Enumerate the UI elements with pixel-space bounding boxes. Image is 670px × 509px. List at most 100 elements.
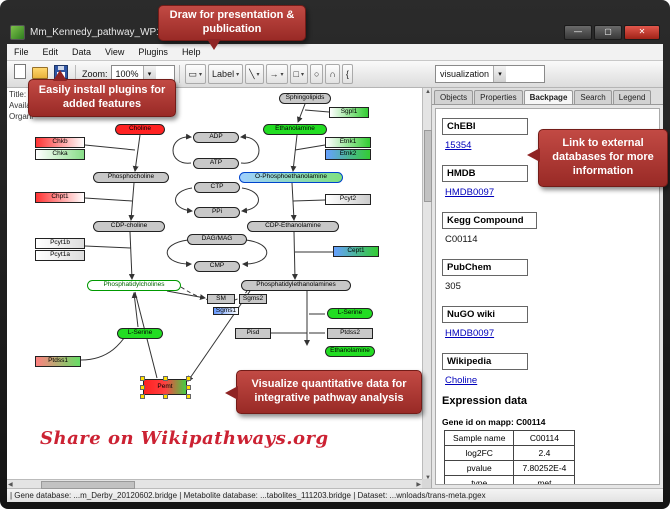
section-value[interactable]: 15354 — [445, 140, 472, 151]
maximize-button[interactable]: ▢ — [594, 24, 622, 40]
section-header: NuGO wiki — [442, 306, 528, 323]
pathway-node-sm[interactable]: SM — [207, 294, 235, 304]
pathway-node-ppi[interactable]: PPi — [194, 207, 240, 218]
scroll-left-icon[interactable]: ◀ — [8, 482, 13, 488]
pathway-node-ctp[interactable]: CTP — [194, 182, 240, 193]
brace-tool[interactable]: { — [341, 64, 353, 85]
pathway-node-etnk2[interactable]: Etnk2 — [325, 149, 371, 160]
menu-data[interactable]: Data — [72, 47, 92, 57]
section-value[interactable]: Choline — [445, 375, 478, 386]
menu-view[interactable]: View — [105, 47, 125, 57]
selection-handle[interactable] — [163, 376, 168, 381]
pathway-node-o-phosphoethanolamine[interactable]: O-Phosphoethanolamine — [239, 172, 343, 183]
pathway-node-adp[interactable]: ADP — [193, 132, 239, 143]
visualization-select[interactable]: visualization ▾ — [435, 65, 545, 83]
brace-tool-icon: { — [345, 68, 349, 79]
tab-properties[interactable]: Properties — [474, 90, 523, 104]
pathway-node-phosphatidylethanolamines[interactable]: Phosphatidylethanolamines — [241, 280, 351, 291]
scrollbar-corner — [422, 479, 431, 488]
close-button[interactable]: ✕ — [624, 24, 660, 40]
selection-handle[interactable] — [186, 385, 191, 390]
vertical-scroll-thumb[interactable] — [424, 130, 432, 202]
menu-edit[interactable]: Edit — [42, 47, 59, 57]
chevron-down-icon: ▾ — [199, 71, 203, 78]
pathway-node-etnk1[interactable]: Etnk1 — [325, 137, 371, 148]
pathway-node-pcyt2[interactable]: Pcyt2 — [325, 194, 371, 205]
title-bar[interactable]: Mm_Kennedy_pathway_WP1771_45176.gp... —▢… — [10, 23, 660, 41]
vertical-scrollbar[interactable]: ▲ ▼ — [422, 88, 432, 482]
pathway-node-atp[interactable]: ATP — [193, 158, 239, 169]
pathway-edges — [80, 103, 333, 382]
table-cell: 7.80252E-4 — [513, 460, 576, 476]
pathway-node-choline[interactable]: Choline — [115, 124, 165, 135]
pathway-node-l-serine-right[interactable]: L-Serine — [327, 308, 373, 319]
new-document-icon[interactable] — [14, 64, 26, 79]
menu-file[interactable]: File — [14, 47, 29, 57]
pathway-node-phosphatidylcholines[interactable]: Phosphatidylcholines — [87, 280, 181, 291]
pathway-node-ptdss2[interactable]: Ptdss2 — [327, 328, 373, 339]
pathway-node-sgms2[interactable]: Sgms2 — [239, 294, 267, 304]
pathway-node-chka[interactable]: Chka — [35, 149, 85, 160]
scroll-down-icon[interactable]: ▼ — [425, 475, 431, 481]
horizontal-scrollbar[interactable]: ◀ ▶ — [7, 479, 422, 489]
selection-handle[interactable] — [140, 385, 145, 390]
pathway-node-sgpl1[interactable]: Sgpl1 — [329, 107, 369, 118]
side-info-line: Availa — [9, 101, 31, 110]
pathway-node-phosphocholine[interactable]: Phosphocholine — [93, 172, 169, 183]
pathway-node-cdp-choline[interactable]: CDP-choline — [93, 221, 165, 232]
horizontal-scroll-thumb[interactable] — [41, 481, 135, 489]
pathway-node-cdp-ethanolamine[interactable]: CDP-Ethanolamine — [247, 221, 339, 232]
arc-tool[interactable]: ∩ — [325, 64, 340, 85]
line-tool[interactable]: ╲▾ — [245, 64, 264, 85]
label-tool[interactable]: Label▾ — [208, 64, 244, 85]
pathway-node-ethanolamine[interactable]: Ethanolamine — [263, 124, 327, 135]
pathway-node-sphingolipids[interactable]: Sphingolipids — [279, 93, 331, 104]
ellipse-tool[interactable]: ○ — [310, 64, 324, 85]
status-bar: | Gene database: ...m_Derby_20120602.bri… — [7, 488, 663, 502]
minimize-button[interactable]: — — [564, 24, 592, 40]
pathway-node-chkb[interactable]: Chkb — [35, 137, 85, 148]
zoom-select[interactable]: 100% ▾ — [110, 65, 175, 83]
menu-plugins[interactable]: Plugins — [138, 47, 168, 57]
pathway-node-pcyt1b[interactable]: Pcyt1b — [35, 238, 85, 249]
pathway-node-chpt1[interactable]: Chpt1 — [35, 192, 85, 203]
arrow-tool[interactable]: →▾ — [265, 64, 288, 85]
pathway-node-pemt[interactable]: Pemt — [140, 376, 191, 399]
pathway-node-pisd[interactable]: Pisd — [235, 328, 271, 339]
callout-pointer-icon — [53, 70, 67, 81]
datanode-tool[interactable]: ▭▾ — [184, 64, 207, 85]
table-cell: C00114 — [513, 430, 576, 446]
tab-objects[interactable]: Objects — [434, 90, 474, 104]
pathway-node-ptdss1[interactable]: Ptdss1 — [35, 356, 81, 367]
tab-backpage[interactable]: Backpage — [523, 90, 574, 104]
menu-help[interactable]: Help — [181, 47, 201, 57]
selection-handle[interactable] — [140, 394, 145, 399]
selection-handle[interactable] — [163, 394, 168, 399]
datanode-tool-icon: ▭ — [188, 68, 198, 79]
pathway-node-cmp[interactable]: CMP — [194, 261, 240, 272]
scroll-right-icon[interactable]: ▶ — [416, 482, 421, 488]
open-folder-icon[interactable] — [32, 67, 48, 79]
tab-legend[interactable]: Legend — [612, 90, 652, 104]
selection-handle[interactable] — [186, 394, 191, 399]
pathway-node-cept1[interactable]: Cept1 — [333, 246, 379, 257]
section-value[interactable]: HMDB0097 — [445, 187, 495, 198]
selection-handle[interactable] — [186, 376, 191, 381]
pathway-node-ethanolamine-bottom[interactable]: Ethanolamine — [325, 346, 375, 357]
scroll-up-icon[interactable]: ▲ — [425, 89, 431, 95]
section-value[interactable]: HMDB0097 — [445, 328, 495, 339]
pathway-node-dag-mag[interactable]: DAG/MAG — [187, 234, 247, 245]
callout-pointer-icon — [207, 39, 221, 50]
rectangle-tool[interactable]: □▾ — [289, 64, 308, 85]
tab-search[interactable]: Search — [574, 90, 612, 104]
pathway-node-l-serine-left[interactable]: L-Serine — [117, 328, 163, 339]
pathway-node-sgms1[interactable]: Sgms1 — [213, 307, 239, 315]
selection-handle[interactable] — [140, 376, 145, 381]
pathway-node-pcyt1a[interactable]: Pcyt1a — [35, 250, 85, 261]
window-controls: —▢✕ — [564, 24, 660, 40]
